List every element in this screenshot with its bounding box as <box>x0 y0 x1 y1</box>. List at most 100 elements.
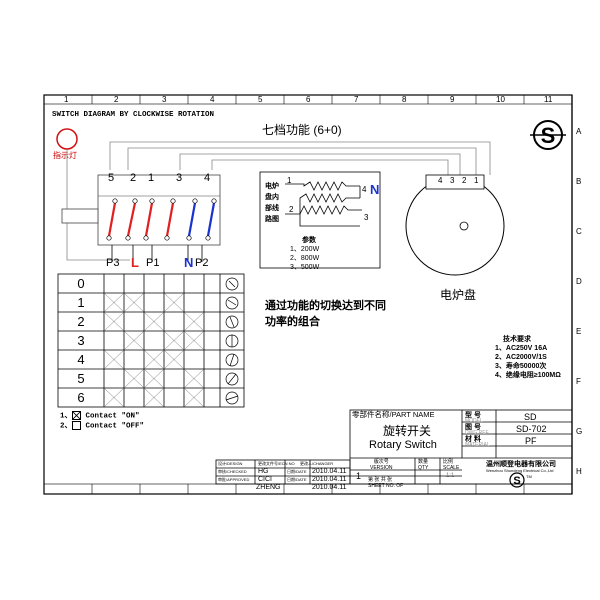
position-cell: 4 <box>77 352 85 367</box>
qty-label-cn: 数量 <box>418 459 429 465</box>
svg-text:TM: TM <box>526 474 532 479</box>
hotplate-terminal: 3 <box>450 176 455 185</box>
designer-name: HG <box>258 468 269 475</box>
position-cell: 6 <box>77 390 85 405</box>
ruler-col: 5 <box>258 95 263 104</box>
switch-terminal: 3 <box>176 172 183 184</box>
param-item: 3、500W <box>290 264 320 271</box>
switch-label-n: N <box>184 255 194 270</box>
ruler-col: 6 <box>306 95 311 104</box>
contact-on-icon <box>72 411 82 420</box>
version-label-cn: 版次号 <box>373 459 389 465</box>
ruler-row: G <box>576 427 583 436</box>
company-name-cn: 温州顺登电器有限公司 <box>486 461 556 468</box>
company-logo-small: S TM <box>509 472 532 488</box>
ruler-row: E <box>576 327 582 336</box>
tech-title: 技术要求 <box>503 336 531 343</box>
material-label: 材 料 <box>465 436 481 443</box>
checker-name: CICI <box>258 476 272 483</box>
ruler-col: 10 <box>496 95 505 104</box>
ruler-col: 3 <box>162 95 167 104</box>
tech-item: 4、绝缘电阻≥100MΩ <box>495 372 561 379</box>
position-cell: 1 <box>77 295 85 310</box>
model-label-en: MODEL <box>465 418 483 424</box>
function-title: 七档功能 (6+0) <box>262 123 342 137</box>
param-item: 1、200W <box>290 246 320 253</box>
svg-text:S: S <box>513 475 520 487</box>
switch-terminal: 2 <box>130 172 137 184</box>
ruler-col: 2 <box>114 95 119 104</box>
heater-terminal: 3 <box>364 213 369 222</box>
tech-item: 2、AC2000V/1S <box>495 354 547 361</box>
description-line: 功率的组合 <box>265 316 320 328</box>
ruler-row: A <box>576 127 582 136</box>
heater-terminal: 1 <box>287 176 292 185</box>
indicator-lamp-icon <box>56 128 78 150</box>
switch-terminal: 5 <box>108 172 115 184</box>
contact-off-icon <box>72 421 82 431</box>
legend-off-label: Contact "OFF" <box>85 422 145 431</box>
hotplate-terminal: 2 <box>462 176 467 185</box>
heater-caption-line: 路图 <box>265 216 279 223</box>
ruler-right: A B C D E F G H <box>576 95 596 495</box>
heater-caption-line: 盘内 <box>265 194 279 201</box>
date-2: 2010.04.11 <box>312 476 347 483</box>
ruler-row: D <box>576 277 582 286</box>
version-value: 1 <box>356 471 362 481</box>
indicator-label: 指示灯 <box>53 151 77 160</box>
position-cell: 5 <box>77 371 85 386</box>
ruler-col: 11 <box>544 95 553 104</box>
heater-caption-line: 部线 <box>265 205 279 212</box>
heater-params: 参数 1、200W 2、800W 3、500W <box>290 236 319 272</box>
approve-label: 审批/APPROVED <box>218 477 250 482</box>
heater-terminal-n: N <box>370 182 380 197</box>
tech-item: 3、寿命50000次 <box>495 363 547 370</box>
company-name-en: Wenzhou Shundeng Electrical Co.,Ltd <box>486 468 554 473</box>
material-value: PF <box>525 436 537 446</box>
position-cell: 0 <box>77 276 85 291</box>
ruler-row: C <box>576 227 582 236</box>
approver-name: ZHENG <box>256 484 281 491</box>
switch-label-p1: P1 <box>146 257 160 269</box>
drawing-label-en: DWG REF <box>465 430 489 436</box>
ruler-col: 1 <box>64 95 69 104</box>
scale-value: 1:1 <box>446 473 455 479</box>
date-3: 2010.04.11 <box>312 484 347 491</box>
ruler-col: 9 <box>450 95 455 104</box>
model-label: 型 号 <box>465 412 481 419</box>
part-name-label: 零部件名称/PART NAME <box>352 410 435 419</box>
ruler-col: 8 <box>402 95 407 104</box>
hotplate-label: 电炉盘 <box>440 288 477 302</box>
sheet-label-en: SHEET NO. OF <box>368 483 404 489</box>
qty-label-en: QTY <box>418 465 429 471</box>
date-label: 日期/DATE <box>287 469 307 474</box>
tech-item: 1、AC250V 16A <box>495 345 548 352</box>
legend-num: 2、 <box>60 422 73 431</box>
drawing-label: 图 号 <box>465 424 481 431</box>
position-cell: 3 <box>77 333 85 348</box>
position-cell: 2 <box>77 314 85 329</box>
version-label-en: VERSION <box>370 465 393 471</box>
switch-terminal: 1 <box>148 172 155 184</box>
part-name-en: Rotary Switch <box>369 439 437 451</box>
hotplate-terminal: 1 <box>474 176 479 185</box>
ruler-row: H <box>576 467 582 476</box>
material-label-en: MATERIAL <box>465 442 490 448</box>
position-column: 0 1 2 3 4 5 6 <box>58 274 104 407</box>
heater-caption-line: 电炉 <box>265 183 279 190</box>
switch-terminal: 4 <box>204 172 211 184</box>
description: 通过功能的切换达到不同 功率的组合 <box>265 298 386 330</box>
params-title: 参数 <box>302 237 316 244</box>
heater-caption: 电炉 盘内 部线 路图 <box>265 181 279 225</box>
heater-terminal: 2 <box>289 205 294 214</box>
ruler-top: 1 2 3 4 5 6 7 8 9 10 11 <box>44 95 572 104</box>
ruler-col: 7 <box>354 95 359 104</box>
tech-requirements: 技术要求 1、AC250V 16A 2、AC2000V/1S 3、寿命50000… <box>495 335 561 380</box>
